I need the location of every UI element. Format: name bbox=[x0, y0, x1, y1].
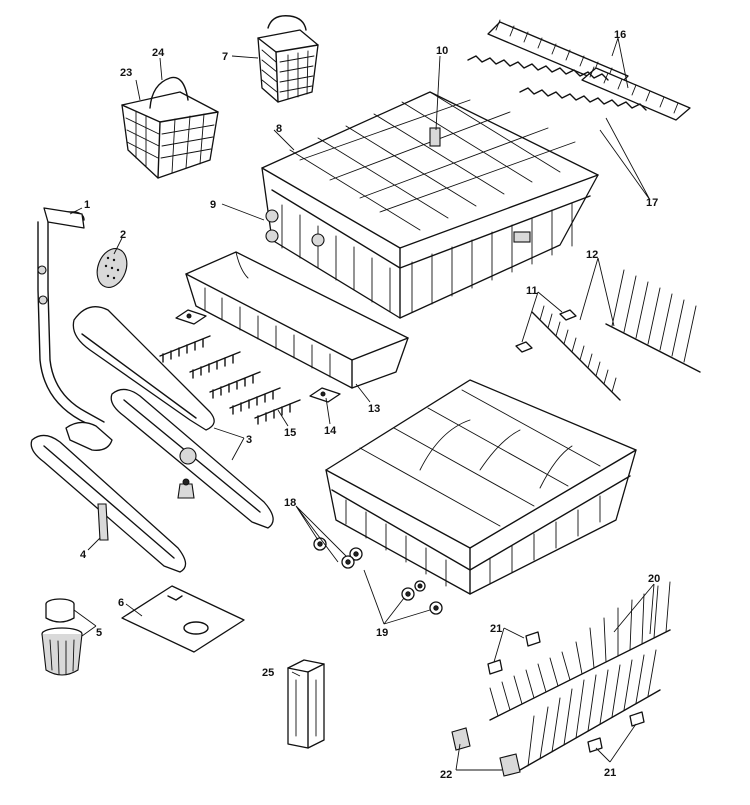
part-11-rack-clips bbox=[515, 309, 577, 353]
callout-4: 4 bbox=[80, 549, 87, 561]
callout-22: 22 bbox=[440, 769, 452, 781]
callout-6: 6 bbox=[118, 597, 124, 609]
part-4-lower-spray-arm bbox=[30, 434, 187, 573]
part-21-clips bbox=[487, 631, 645, 753]
part-12-folding-tines bbox=[531, 269, 701, 401]
part-17-tine-strips bbox=[467, 55, 647, 111]
callout-2: 2 bbox=[120, 229, 126, 241]
callout-13: 13 bbox=[368, 403, 380, 415]
callout-21-lower: 21 bbox=[604, 767, 616, 779]
part-8-upper-rack bbox=[261, 91, 599, 319]
callout-10: 10 bbox=[436, 45, 448, 57]
part-7-cutlery-basket bbox=[257, 15, 319, 103]
callout-7: 7 bbox=[222, 51, 228, 63]
callout-16: 16 bbox=[614, 29, 626, 41]
callout-20: 20 bbox=[648, 573, 660, 585]
part-24-basket-handle bbox=[149, 76, 189, 109]
part-2-filter-disc bbox=[96, 248, 128, 288]
part-18-wheels bbox=[313, 537, 363, 569]
part-13-cup-shelf bbox=[185, 251, 409, 389]
callout-24: 24 bbox=[152, 47, 165, 59]
part-1-supply-tube bbox=[37, 207, 105, 431]
part-25-cover-box bbox=[287, 659, 325, 749]
callout-25: 25 bbox=[262, 667, 274, 679]
part-22-brackets bbox=[451, 727, 521, 777]
part-19-wheels bbox=[401, 580, 443, 615]
callout-1: 1 bbox=[84, 199, 90, 211]
callout-9: 9 bbox=[210, 199, 216, 211]
callout-19: 19 bbox=[376, 627, 388, 639]
callout-labels: 1 2 3 4 5 6 7 8 9 10 11 12 13 14 15 16 1… bbox=[80, 29, 660, 781]
callout-21-upper: 21 bbox=[490, 623, 502, 635]
callout-12: 12 bbox=[586, 249, 598, 261]
callout-23: 23 bbox=[120, 67, 132, 79]
part-16-tine-rows bbox=[487, 19, 691, 121]
upper-spray-manifold bbox=[65, 306, 215, 451]
part-3-spray-arm bbox=[110, 388, 274, 529]
lower-rack bbox=[325, 379, 637, 595]
callout-5: 5 bbox=[96, 627, 102, 639]
part-6-base-plate bbox=[121, 585, 245, 653]
part-20-folding-tines bbox=[489, 581, 671, 771]
part-15-tine-combs bbox=[159, 335, 301, 425]
callout-3: 3 bbox=[246, 434, 252, 446]
part-14-clips bbox=[175, 309, 341, 403]
leader-lines bbox=[69, 37, 655, 771]
callout-8: 8 bbox=[276, 123, 282, 135]
callout-14: 14 bbox=[324, 425, 337, 437]
callout-17: 17 bbox=[646, 197, 658, 209]
callout-18: 18 bbox=[284, 497, 296, 509]
callout-15: 15 bbox=[284, 427, 296, 439]
callout-11: 11 bbox=[526, 285, 538, 297]
part-5-filter-assembly bbox=[41, 598, 83, 676]
part-23-cutlery-basket bbox=[121, 91, 219, 179]
